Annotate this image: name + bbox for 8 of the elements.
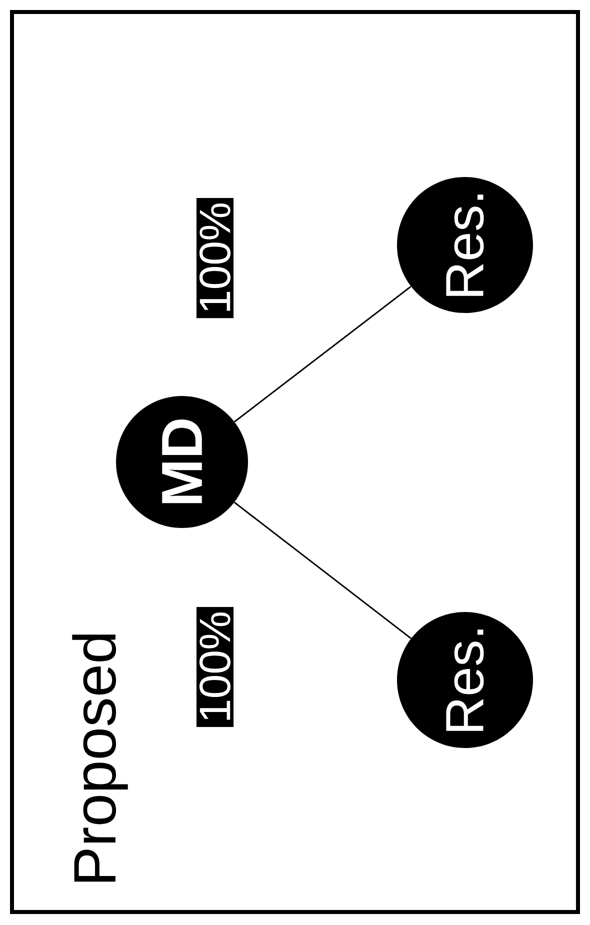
circle-node: Res.	[397, 612, 533, 748]
circle-node: Res.	[397, 177, 533, 313]
connector-line	[234, 502, 412, 639]
title: Proposed	[72, 634, 128, 882]
circle-node: MD	[116, 396, 248, 528]
percent-label: 100%	[196, 606, 234, 728]
percent-label: 100%	[196, 198, 234, 318]
connector-line	[234, 286, 412, 422]
